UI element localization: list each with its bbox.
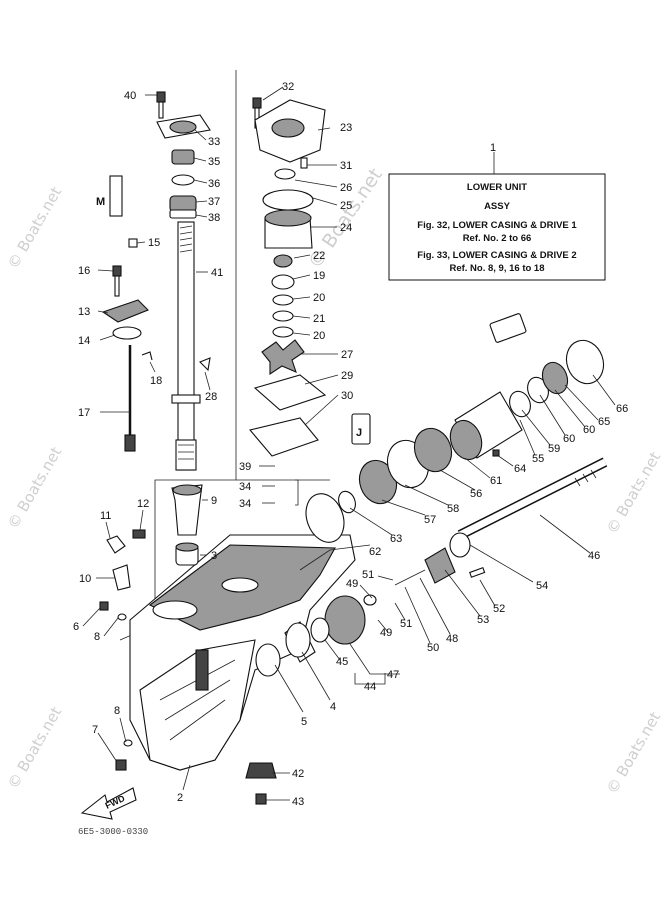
callout-49a: 49 [346, 578, 358, 590]
ref-box-subtitle: ASSY [484, 201, 511, 212]
callout-41: 41 [211, 267, 223, 279]
callout-39: 39 [239, 461, 251, 473]
callout-43: 43 [292, 796, 304, 808]
callout-37: 37 [208, 196, 220, 208]
svg-text:M: M [96, 196, 105, 208]
callout-11: 11 [100, 510, 111, 522]
callout-65: 65 [598, 416, 610, 428]
callout-8a: 8 [94, 631, 100, 643]
reference-box: 1 LOWER UNIT ASSY Fig. 32, LOWER CASING … [388, 142, 606, 281]
callout-58: 58 [447, 503, 459, 515]
callout-50: 50 [427, 642, 439, 654]
callout-15: 15 [148, 237, 160, 249]
callout-47: 47 [387, 669, 399, 681]
callout-46: 46 [588, 550, 600, 562]
callout-45: 45 [336, 656, 348, 668]
callout-19: 19 [313, 270, 325, 282]
propeller-shaft-group: J [99, 313, 608, 805]
callout-59: 59 [548, 443, 560, 455]
callout-5: 5 [301, 716, 307, 728]
callout-54: 54 [536, 580, 548, 592]
callout-55: 55 [532, 453, 544, 465]
callout-51b: 51 [400, 618, 412, 630]
callout-66: 66 [616, 403, 628, 415]
callout-3: 3 [211, 550, 217, 562]
callout-10: 10 [79, 573, 91, 585]
watermark-left-low: © Boats.net [4, 704, 65, 792]
callout-30: 30 [341, 390, 353, 402]
callout-31: 31 [340, 160, 352, 172]
callout-57: 57 [424, 514, 436, 526]
svg-text:J: J [356, 427, 362, 439]
callout-63: 63 [390, 533, 402, 545]
watermark-left-mid: © Boats.net [4, 444, 65, 532]
callout-49b: 49 [380, 627, 392, 639]
callout-38: 38 [208, 212, 220, 224]
callout-2: 2 [177, 792, 183, 804]
callout-36: 36 [208, 178, 220, 190]
watermark-left-top: © Boats.net [4, 184, 65, 272]
callout-34a: 34 [239, 481, 251, 493]
callout-8b: 8 [114, 705, 120, 717]
callout-24: 24 [340, 222, 352, 234]
ref-box-fig2: Fig. 33, LOWER CASING & DRIVE 2 [417, 250, 576, 261]
drive-shaft-group [156, 91, 211, 566]
callout-26: 26 [340, 182, 352, 194]
figure-code: 6E5-3000-0330 [78, 827, 148, 837]
callout-16: 16 [78, 265, 90, 277]
callout-25: 25 [340, 200, 352, 212]
callout-32: 32 [282, 81, 294, 93]
callout-14: 14 [78, 335, 90, 347]
ref-box-fig2-ref: Ref. No. 8, 9, 16 to 18 [449, 263, 544, 274]
callout-18: 18 [150, 375, 162, 387]
callout-29: 29 [341, 370, 353, 382]
callout-64: 64 [514, 463, 526, 475]
callout-33: 33 [208, 136, 220, 148]
watermark-right-mid: © Boats.net [603, 449, 661, 537]
ref-box-fig1-ref: Ref. No. 2 to 66 [463, 233, 532, 244]
callout-7: 7 [92, 724, 98, 736]
callout-21: 21 [313, 313, 325, 325]
fwd-arrow: FWD [80, 787, 137, 820]
callout-40: 40 [124, 90, 136, 102]
callout-34b: 34 [239, 498, 251, 510]
callout-61: 61 [490, 475, 502, 487]
ref-box-fig1: Fig. 32, LOWER CASING & DRIVE 1 [417, 220, 577, 231]
callout-17: 17 [78, 407, 90, 419]
callout-20a: 20 [313, 292, 325, 304]
callout-22: 22 [313, 250, 325, 262]
callout-6: 6 [73, 621, 79, 633]
callout-60b: 60 [583, 424, 595, 436]
callout-27: 27 [341, 349, 353, 361]
callout-35: 35 [208, 156, 220, 168]
callout-20b: 20 [313, 330, 325, 342]
callouts: 40 32 33 23 35 31 36 26 37 25 38 24 15 2… [73, 81, 628, 808]
watermark-right-low: © Boats.net [603, 709, 661, 797]
callout-23: 23 [340, 122, 352, 134]
callout-1: 1 [490, 142, 496, 154]
lower-casing [129, 534, 356, 771]
callout-44: 44 [364, 681, 376, 693]
callout-53: 53 [477, 614, 489, 626]
callout-4: 4 [330, 701, 336, 713]
callout-52: 52 [493, 603, 505, 615]
ref-box-title: LOWER UNIT [467, 182, 527, 193]
callout-9: 9 [211, 495, 217, 507]
callout-56: 56 [470, 488, 482, 500]
callout-13: 13 [78, 306, 90, 318]
water-pump-group [249, 97, 327, 457]
shift-rod-group: M [96, 175, 211, 452]
callout-28: 28 [205, 391, 217, 403]
callout-12: 12 [137, 498, 149, 510]
callout-48: 48 [446, 633, 458, 645]
callout-62: 62 [369, 546, 381, 558]
callout-42: 42 [292, 768, 304, 780]
leader-lines [82, 86, 616, 801]
callout-60a: 60 [563, 433, 575, 445]
callout-51a: 51 [362, 569, 374, 581]
